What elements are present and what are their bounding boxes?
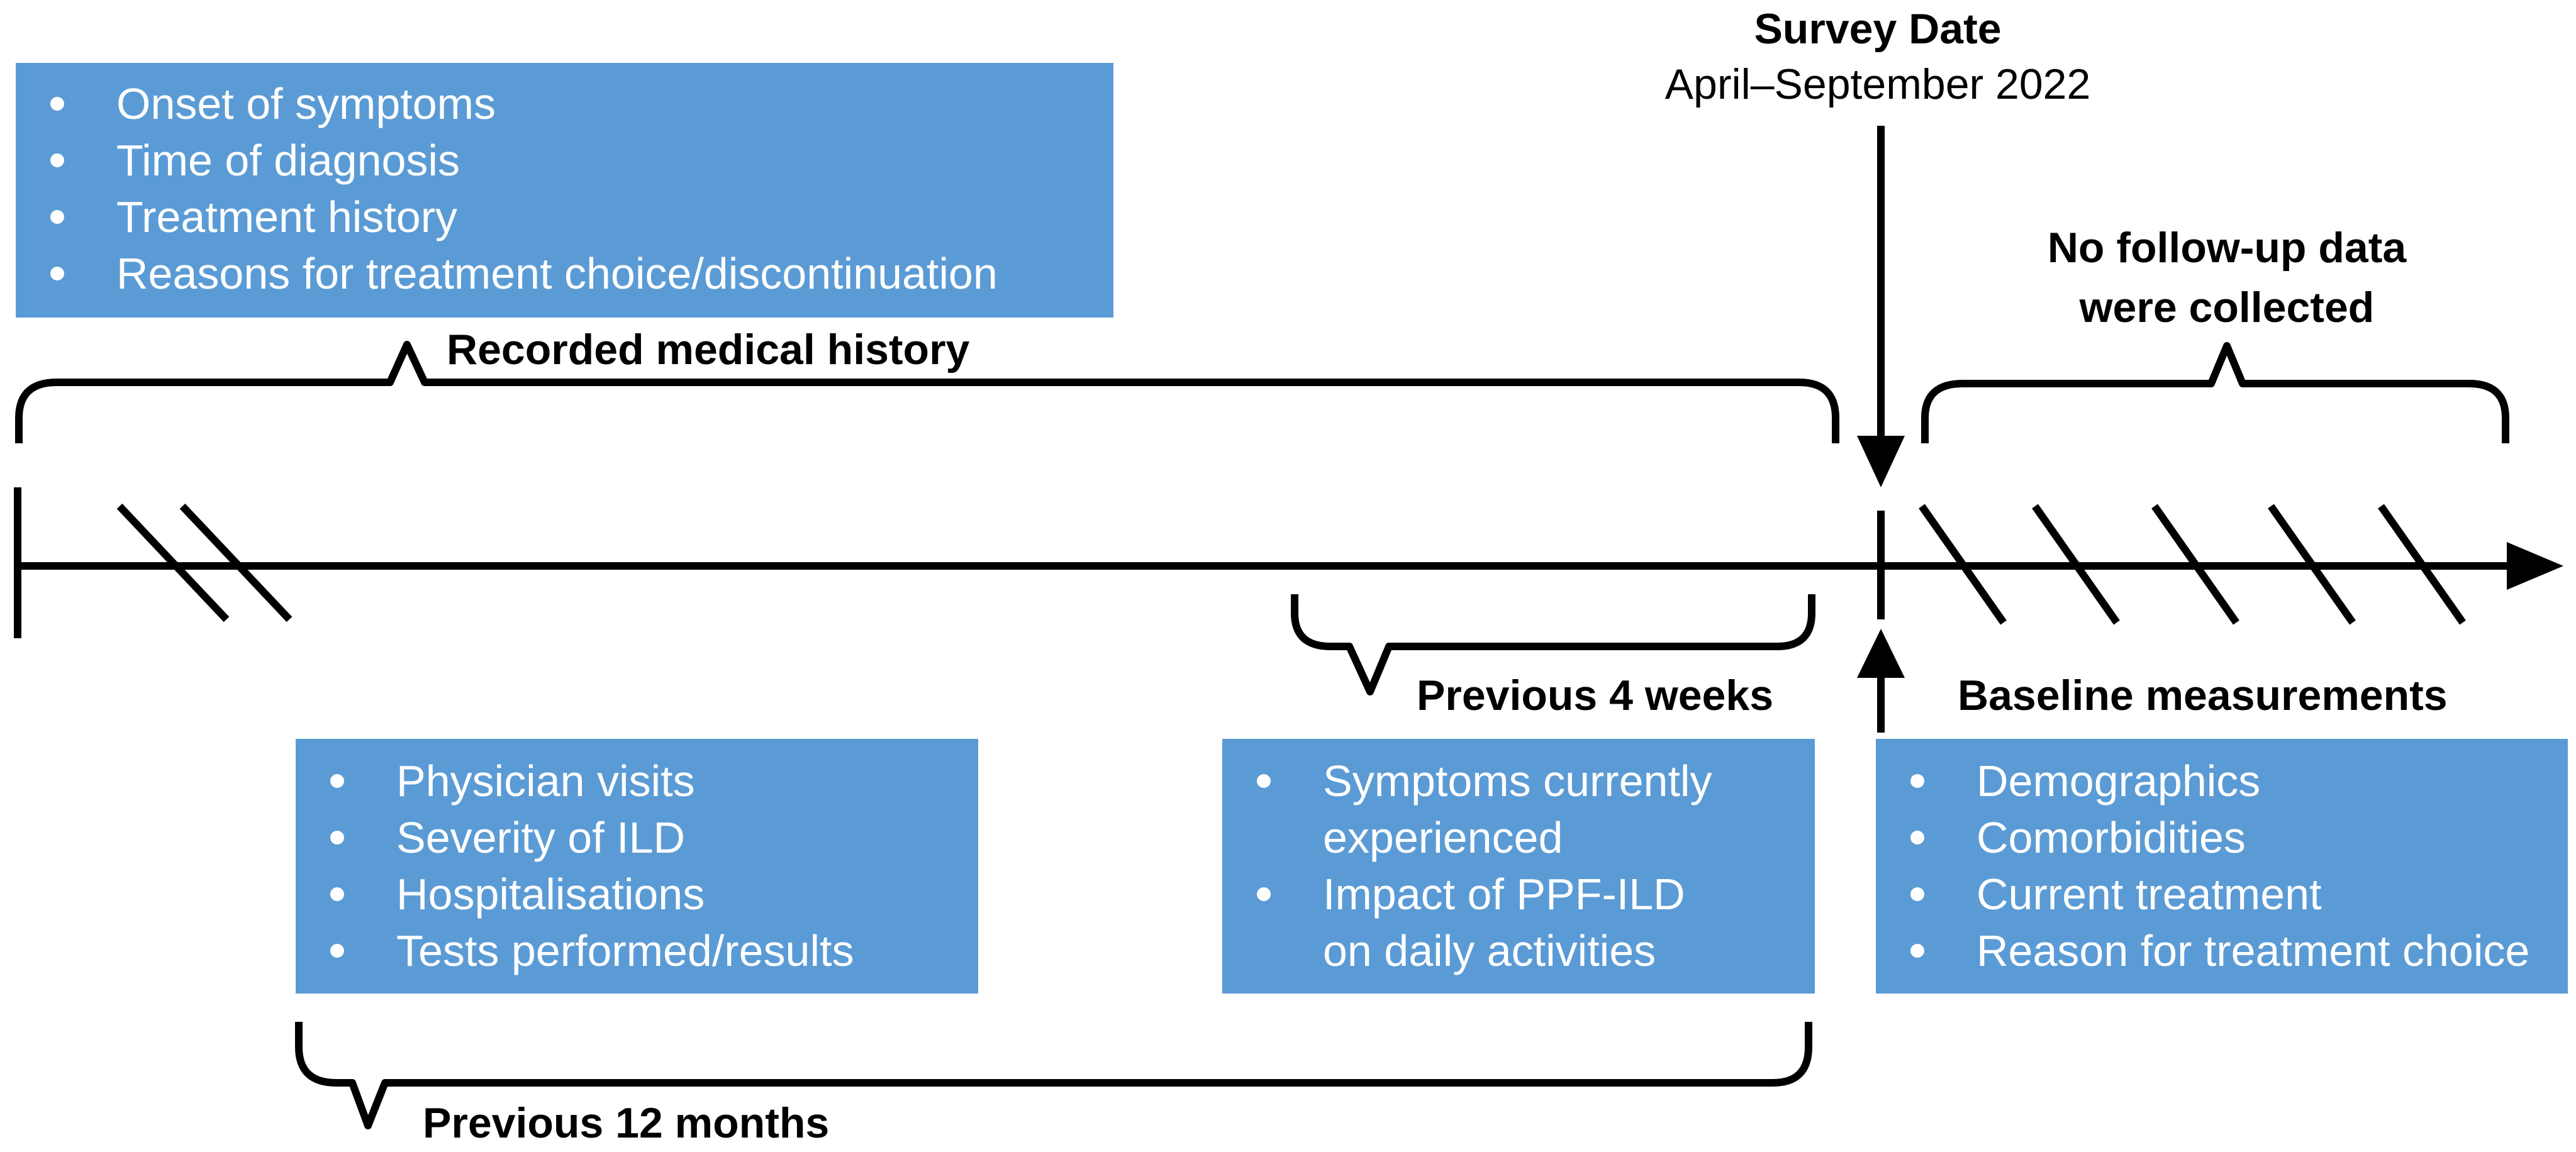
- baseline-box: Demographics Comorbidities Current treat…: [1876, 739, 2568, 994]
- survey-date-title: Survey Date: [1754, 5, 2002, 53]
- break-mark: [179, 503, 293, 623]
- previous-4-weeks-box: Symptoms currently experienced Impact of…: [1222, 739, 1815, 994]
- list-item-line: on daily activities: [1323, 926, 1656, 975]
- no-follow-up-brace: [1921, 342, 2509, 443]
- recorded-history-brace: [15, 341, 1839, 443]
- list-item: Time of diagnosis: [16, 132, 1113, 189]
- list-item-line: experienced: [1323, 813, 1563, 862]
- previous-12-months-brace: [295, 1022, 1812, 1129]
- list-item: Reason for treatment choice: [1876, 922, 2568, 979]
- baseline-list: Demographics Comorbidities Current treat…: [1876, 753, 2568, 979]
- hatch-mark: [2151, 504, 2239, 625]
- recorded-history-label: Recorded medical history: [447, 326, 970, 374]
- baseline-up-arrowhead: [1857, 629, 1905, 678]
- break-mark: [116, 503, 230, 623]
- hatch-mark: [2032, 504, 2120, 625]
- list-item: Current treatment: [1876, 866, 2568, 922]
- hatch-mark: [2268, 504, 2356, 625]
- previous-12-months-box: Physician visits Severity of ILD Hospita…: [296, 739, 978, 994]
- list-item: Tests performed/results: [296, 922, 978, 979]
- list-item: Onset of symptoms: [16, 75, 1113, 132]
- timeline-arrowhead: [2507, 542, 2563, 590]
- list-item-line: Impact of PPF-ILD: [1323, 870, 1685, 919]
- previous-12-months-list: Physician visits Severity of ILD Hospita…: [296, 753, 978, 979]
- list-item: Demographics: [1876, 753, 2568, 809]
- baseline-label: Baseline measurements: [1958, 672, 2448, 719]
- list-item: Reasons for treatment choice/discontinua…: [16, 245, 1113, 302]
- list-item: Severity of ILD: [296, 809, 978, 866]
- list-item: Impact of PPF-ILD on daily activities: [1222, 866, 1815, 979]
- medical-history-list: Onset of symptoms Time of diagnosis Trea…: [16, 75, 1113, 302]
- hatch-mark: [2378, 504, 2466, 625]
- list-item: Physician visits: [296, 753, 978, 809]
- previous-12-months-label: Previous 12 months: [423, 1099, 830, 1147]
- no-follow-up-label-line-1: No follow-up data: [2047, 224, 2407, 272]
- survey-date-range: April–September 2022: [1664, 60, 2091, 108]
- list-item-line: Symptoms currently: [1323, 756, 1712, 806]
- medical-history-box: Onset of symptoms Time of diagnosis Trea…: [16, 63, 1113, 318]
- list-item: Symptoms currently experienced: [1222, 753, 1815, 866]
- previous-4-weeks-list: Symptoms currently experienced Impact of…: [1222, 753, 1815, 979]
- list-item: Hospitalisations: [296, 866, 978, 922]
- survey-down-arrowhead: [1857, 436, 1905, 487]
- list-item: Treatment history: [16, 189, 1113, 245]
- no-follow-up-label-line-2: were collected: [2079, 284, 2375, 331]
- previous-4-weeks-label: Previous 4 weeks: [1417, 672, 1774, 719]
- list-item: Comorbidities: [1876, 809, 2568, 866]
- hatch-mark: [1919, 504, 2007, 625]
- previous-4-weeks-brace: [1291, 594, 1815, 695]
